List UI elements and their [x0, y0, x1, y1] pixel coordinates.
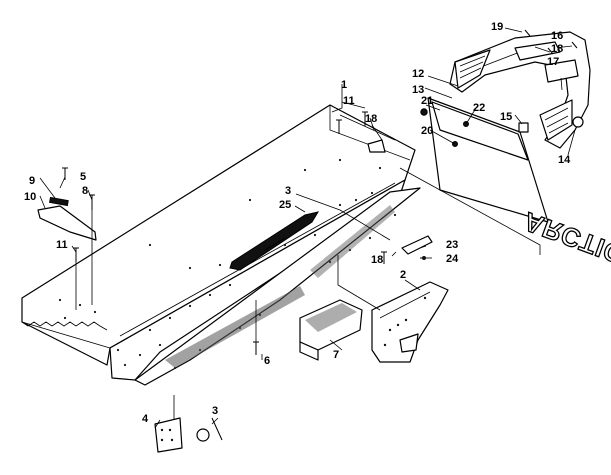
side-decal: [229, 211, 320, 271]
callout-22: 22: [473, 102, 485, 114]
license-bracket: [154, 417, 210, 453]
callout-21: 21: [421, 95, 433, 107]
callout-1: 1: [341, 79, 347, 91]
callout-14: 14: [558, 154, 571, 166]
callout-24: 24: [446, 253, 459, 265]
callout-9: 9: [29, 175, 35, 187]
callout-8: 8: [82, 185, 88, 197]
callout-18: 18: [365, 113, 377, 125]
hitch-bracket: [371, 281, 449, 363]
callout-17: 17: [547, 56, 559, 68]
callout-6: 6: [264, 355, 270, 367]
footrest: [299, 299, 363, 361]
callout-10: 10: [24, 191, 36, 203]
tunnel-perforations: [165, 205, 395, 368]
callout-3: 3: [285, 185, 291, 197]
leader-lines: [39, 27, 576, 429]
callout-15: 15: [500, 111, 512, 123]
rear-bumper: [449, 31, 591, 149]
callout-18b: 18: [551, 43, 563, 55]
callout-13: 13: [412, 84, 424, 96]
left-bracket: [37, 196, 97, 241]
callout-25: 25: [279, 199, 291, 211]
callout-4: 4: [142, 413, 149, 425]
callout-19: 19: [491, 21, 503, 33]
callout-20: 20: [421, 125, 433, 137]
callout-11b: 11: [56, 239, 68, 251]
flap-hardware: [367, 108, 529, 153]
callout-2: 2: [400, 269, 406, 281]
callout-7: 7: [333, 349, 339, 361]
tunnel-panel: [21, 104, 421, 386]
callouts: 1 11 18 21 13 12 22 20 19 16 18 17 15 14…: [24, 21, 571, 425]
brand-text: ARCTIC CAT: [520, 206, 611, 291]
small-bracket: [401, 235, 433, 255]
callout-12: 12: [412, 68, 424, 80]
callout-23: 23: [446, 239, 458, 251]
callout-3b: 3: [212, 405, 218, 417]
callout-5: 5: [80, 171, 86, 183]
callout-18c: 18: [371, 254, 383, 266]
callout-16: 16: [551, 30, 563, 42]
callout-11: 11: [343, 95, 355, 107]
